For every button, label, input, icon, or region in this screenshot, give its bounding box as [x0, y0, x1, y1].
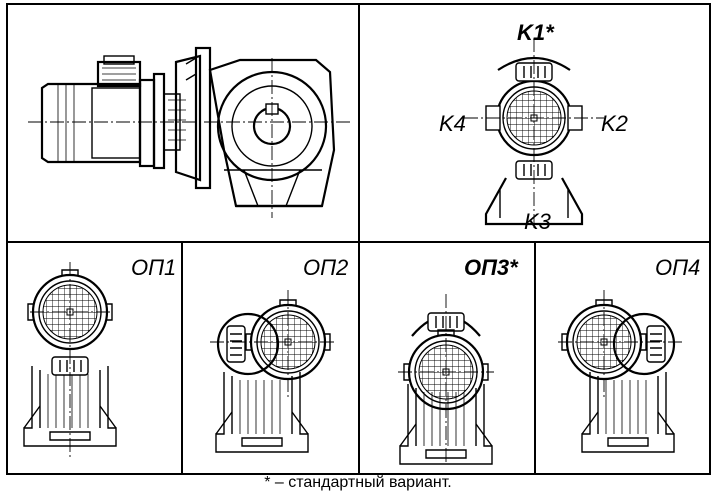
footnote: * – стандартный вариант.: [264, 474, 452, 491]
label-k1: K1*: [517, 20, 555, 45]
mount-op4: [558, 290, 684, 453]
label-op3: ОП3*: [464, 255, 519, 280]
mount-op2: [210, 290, 336, 453]
label-k2: K2: [601, 111, 628, 136]
end-view-k: [464, 38, 604, 228]
mount-op1: [23, 262, 117, 460]
mount-op3: [398, 294, 494, 465]
label-k4: K4: [439, 111, 466, 136]
label-op4: ОП4: [655, 255, 700, 280]
label-k3: K3: [524, 209, 552, 234]
label-op2: ОП2: [303, 255, 348, 280]
label-op1: ОП1: [131, 255, 176, 280]
side-view: [28, 46, 350, 218]
